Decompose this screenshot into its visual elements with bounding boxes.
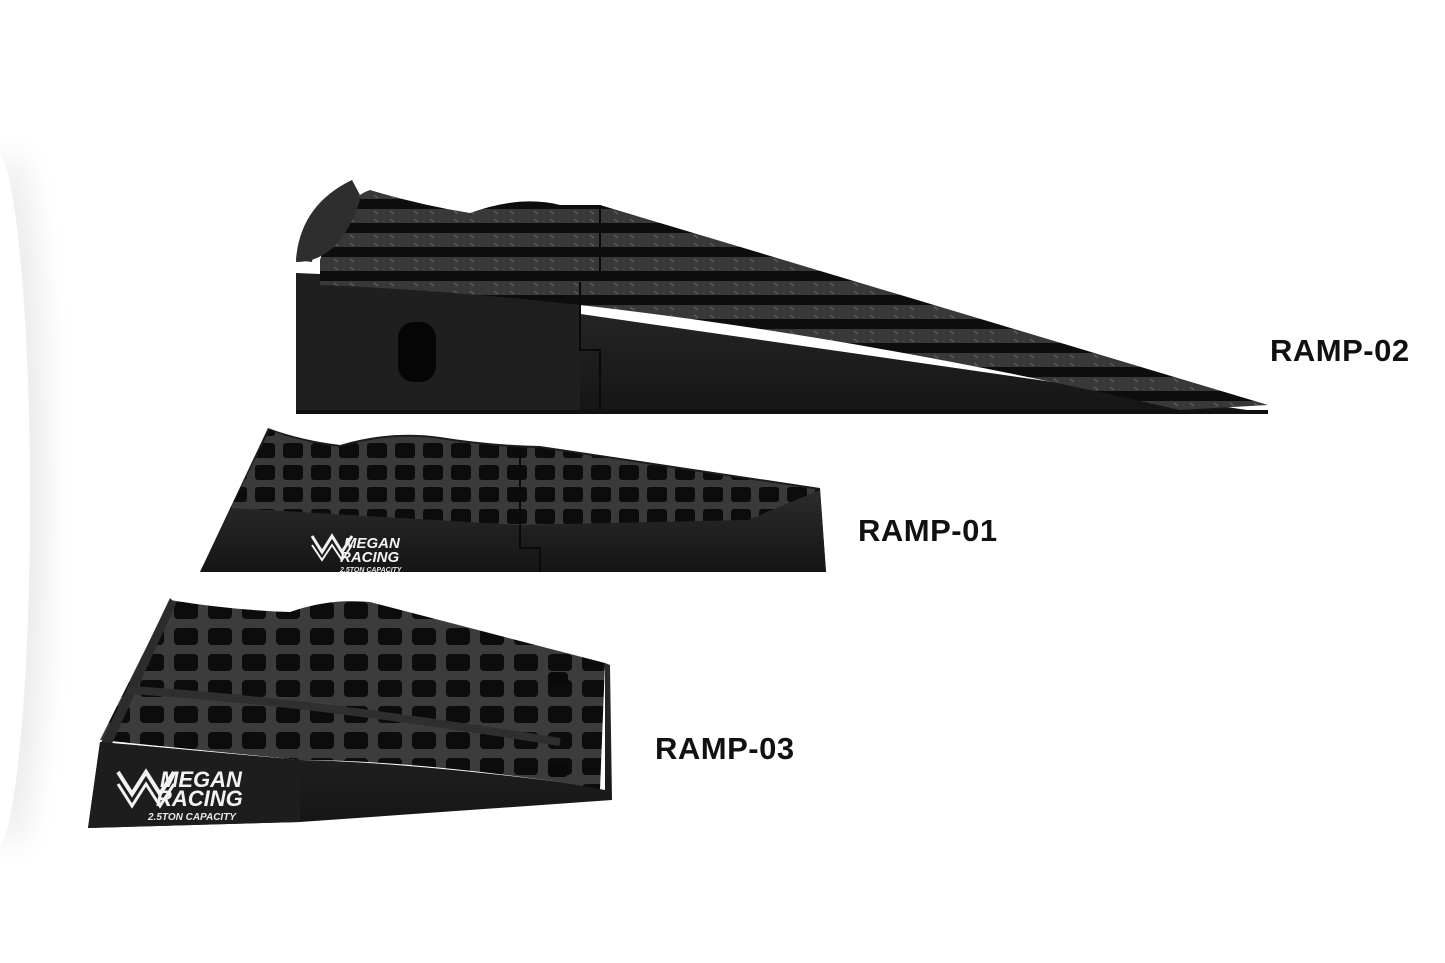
ramp-01-logo-line2: RACING	[340, 549, 399, 566]
ramp-02-label: RAMP-02	[1270, 333, 1410, 368]
ramp-01-logo: MEGAN RACING 2.5TON CAPACITY	[310, 533, 403, 574]
ramp-03-logo: MEGAN RACING 2.5TON CAPACITY	[116, 767, 243, 823]
ramp-01-capacity: 2.5TON CAPACITY	[339, 567, 403, 574]
ramp-03-capacity: 2.5TON CAPACITY	[147, 812, 237, 823]
ramp-03-image: MEGAN RACING 2.5TON CAPACITY	[88, 598, 612, 828]
ramp-02-image	[296, 180, 1268, 414]
ramp-01-image: MEGAN RACING 2.5TON CAPACITY	[200, 428, 826, 574]
ramp-01-logo-line1: MEGAN	[344, 535, 401, 552]
ramp-03-logo-line2: RACING	[156, 786, 243, 811]
ramp-03-label: RAMP-03	[655, 731, 795, 766]
ramp-03-logo-line1: MEGAN	[160, 767, 243, 792]
ramp-01-label: RAMP-01	[858, 513, 998, 548]
